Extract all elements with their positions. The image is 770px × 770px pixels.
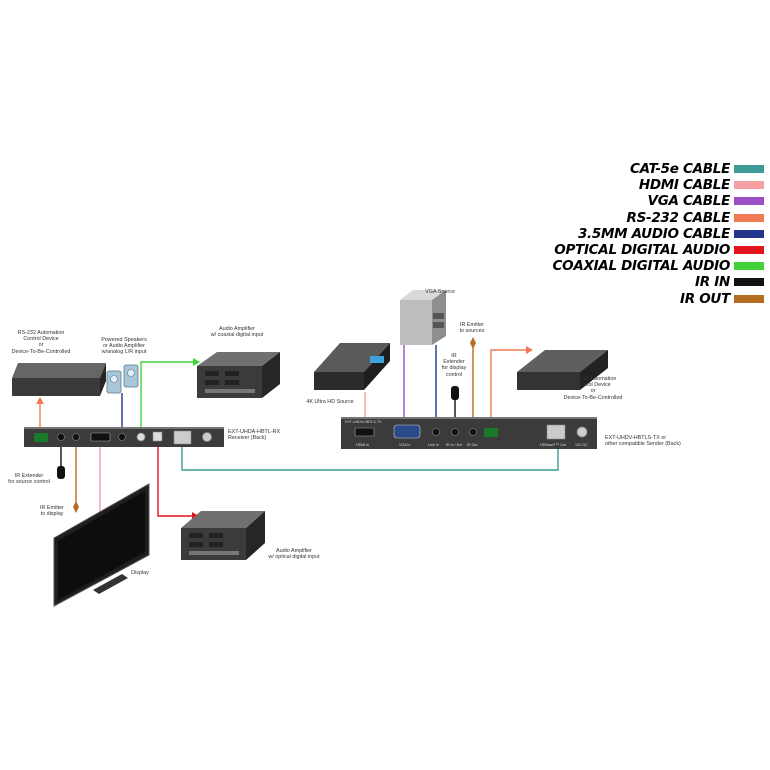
cat5e-cable [181,446,559,471]
uhd-source [314,343,390,390]
legend-item: COAXIAL DIGITAL AUDIO [534,258,764,274]
display [53,483,150,607]
ir-in-ext-port-label: IR In / Ext [446,443,462,447]
vga-source [400,290,446,345]
legend-item: 3.5MM AUDIO CABLE [534,226,764,242]
legend-label: COAXIAL DIGITAL AUDIO [552,258,731,275]
legend-label: CAT-5e CABLE [629,161,730,177]
ir-emitter-sources-label: IR Emitter to sources [459,322,485,335]
amp-optical-label: Audio Amplifier w/ optical digital input [268,548,320,561]
ir-emitter-display-label: IR Emitter to display [40,505,64,518]
legend-item: OPTICAL DIGITAL AUDIO [534,242,764,258]
sender-back-panel [341,417,597,449]
rs232-left-label: RS-232 Automation Control Device or Devi… [11,330,71,355]
rs232-cable-right [490,349,530,427]
uhd-source-label: 4K Ultra HD Source [306,399,354,405]
legend-swatch [734,294,764,303]
legend-item: RS-232 CABLE [534,210,764,226]
legend-label: 3.5MM AUDIO CABLE [577,225,730,242]
legend-item: IR IN [534,274,764,290]
rs232-device-left [12,363,106,396]
hdmi-in-port-label: HDMI In [356,443,370,447]
rs232-right-label: RS-232 Automation Control Device or Devi… [563,376,623,401]
legend-swatch [734,197,764,206]
amp-coax-label: Audio Amplifier w/ coaxial digital input [210,326,264,339]
legend-label: IR OUT [680,290,730,307]
legend-item: VGA CABLE [534,193,764,209]
legend-label: VGA CABLE [647,193,731,210]
legend-item: HDMI CABLE [534,177,764,193]
legend-label: IR IN [695,274,730,291]
speakers-label: Powered Speakers or Audio Amplifier w/an… [101,337,147,356]
speakers [106,364,139,394]
sender-model-label: EXT-UHDV-HBTLS-TX [345,420,382,424]
rs232-device-right [517,350,608,390]
legend-swatch [734,165,764,173]
optical-cable [157,446,196,517]
ir-extender-source-label: IR Extender for source control [8,473,50,486]
dc-port-label: 12V DC [575,443,588,447]
amplifier-coax [197,352,280,398]
legend-swatch [734,229,764,238]
legend-swatch [734,245,764,254]
legend-item: CAT-5e CABLE [534,161,764,177]
coax-cable [140,361,197,432]
vga-in-port-label: VGA In [399,443,411,447]
legend-swatch [734,262,764,271]
vga-source-label: VGA Source [425,289,455,295]
legend-label: OPTICAL DIGITAL AUDIO [554,241,730,258]
amplifier-optical [181,511,265,560]
hdbaset-out-port-label: HDBaseT™ Out [540,443,566,447]
legend-label: RS-232 CABLE [626,209,731,226]
legend-swatch [734,278,764,287]
legend-swatch [734,213,764,222]
cable-legend: CAT-5e CABLE HDMI CABLE VGA CABLE RS-232… [534,161,764,307]
legend-item: IR OUT [534,291,764,307]
sender-label: EXT-UHDV-HBTLS-TX or other compatible Se… [605,435,681,448]
ir-out-port-label: IR Out [467,443,478,447]
receiver-back-panel [24,427,224,447]
ir-extender-display-label: IR Extender for display control [441,353,467,378]
display-label: Display [131,570,149,576]
line-in-port-label: Line In [428,443,439,447]
receiver-label: EXT-UHDA-HBTL-RX Receiver (Back) [228,429,281,442]
legend-label: HDMI CABLE [638,177,730,194]
legend-swatch [734,181,764,190]
